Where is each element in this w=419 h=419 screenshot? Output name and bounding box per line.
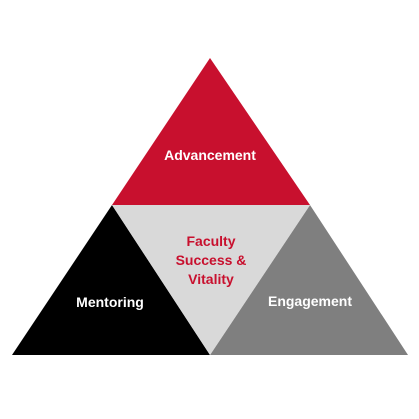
center-triangle	[112, 205, 310, 355]
center-label-line-1: Faculty	[186, 233, 235, 249]
center-label-line-2: Success &	[176, 252, 247, 268]
mentoring-triangle	[12, 205, 210, 355]
center-label-line-3: Vitality	[188, 271, 234, 287]
engagement-label: Engagement	[268, 293, 352, 309]
engagement-triangle	[210, 205, 408, 355]
advancement-triangle	[112, 58, 310, 205]
advancement-label: Advancement	[164, 147, 256, 163]
mentoring-label: Mentoring	[76, 294, 144, 310]
